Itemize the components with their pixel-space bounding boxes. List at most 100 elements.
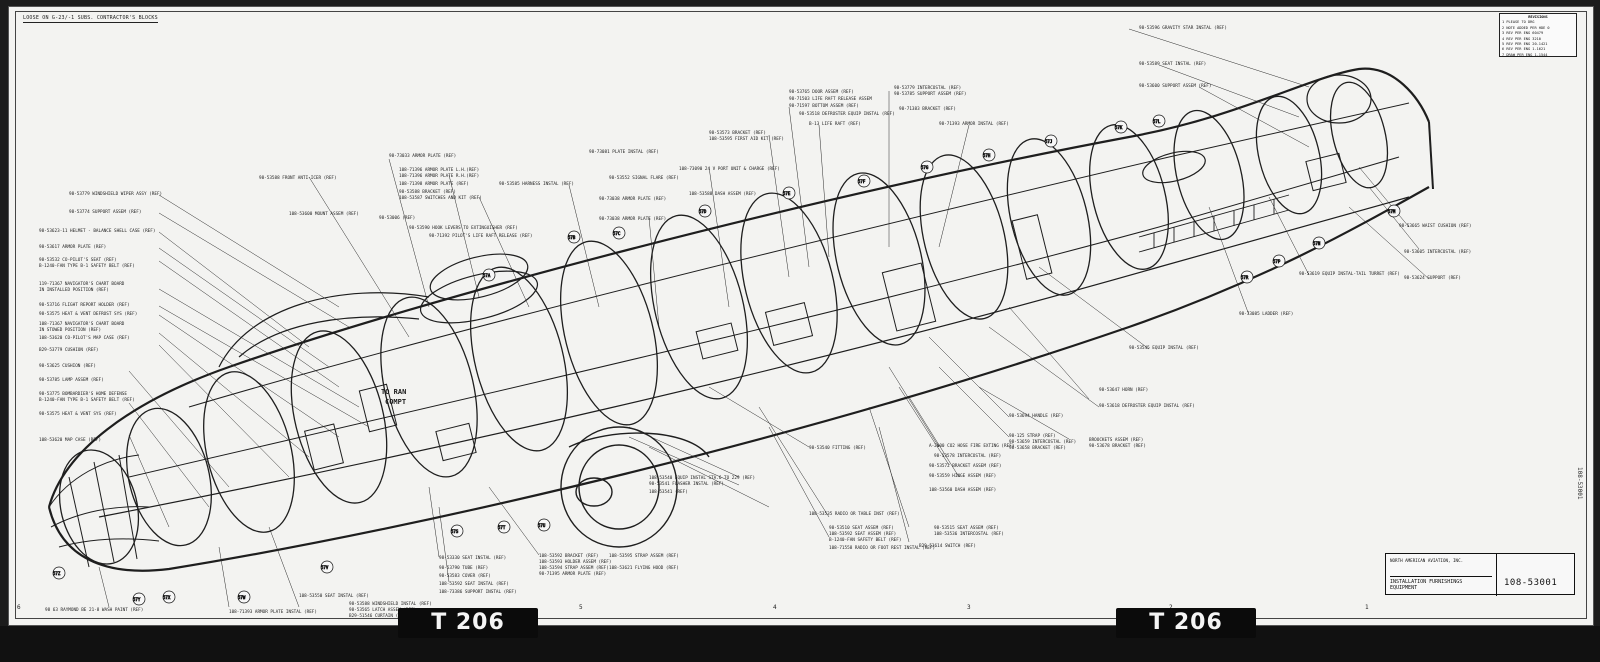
header-note: LOOSE ON G-23/-1 SUBS. CONTRACTOR'S BLOC… <box>23 15 158 23</box>
zone-marker: 6 <box>17 604 21 611</box>
callout-top-2: 98-73033 ARMOR PLATE (REF) <box>389 153 456 159</box>
callout-top-22: 98-71503 LIFE RAFT RELEASE ASSEM <box>789 96 872 102</box>
callout-top-17: 108-73090 24 V PORT UNIT & CHARGE (REF) <box>679 166 780 172</box>
callouts-bottom: 98-53540 FITTING (REF) 108-53540 EQUIP I… <box>229 443 1014 619</box>
balloon: 57P <box>1272 254 1286 268</box>
fuselage-upper-outline <box>47 67 1431 508</box>
callout-bottom-29: 108-53550 SEAT INSTAL (REF) <box>299 593 369 599</box>
callout-bottom-18: 98-53330 SEAT INSTAL (REF) <box>439 555 506 561</box>
callout-top-16: 98-73038 ARMOR PLATE (REF) <box>599 216 666 222</box>
balloon: 57N <box>1312 236 1326 250</box>
callout-right-13: 98-125 STRAP (REF) <box>1009 433 1056 439</box>
callout-left-7: 119-71367 NAVIGATOR'S CHART BOARD <box>39 281 125 287</box>
callout-bottom-8: B-1240-FAN SAFETY BELT (REF) <box>829 537 901 543</box>
svg-text:57V: 57V <box>321 565 329 570</box>
callout-right-5: 98-53605 INTERCOSTAL (REF) <box>1404 249 1471 255</box>
callout-top-18: 108-53588 DASH ASSEM (REF) <box>689 191 756 197</box>
callout-right-6: 98-53624 SUPPORT (REF) <box>1404 275 1461 281</box>
callout-bottom-23: 108-53592 BRACKET (REF) <box>539 553 599 559</box>
catwalk-line <box>128 156 1400 478</box>
callout-right-8: 98-73085 LADDER (REF) <box>1239 311 1293 317</box>
callout-top-7: 108-53587 SWITCHES AND KIT (REF) <box>399 195 482 201</box>
callout-left-8: IN INSTALLED POSITION (REF) <box>39 287 109 293</box>
callout-top-11: 98-71392 PILOT'S LIFE RAFT RELEASE (REF) <box>429 233 532 239</box>
title-block-drawing-title: INSTALLATION FURNISHINGS EQUIPMENT <box>1390 576 1492 591</box>
callout-top-21: 98-53765 DOOR ASSEM (REF) <box>789 89 854 95</box>
fuselage-ladder <box>1138 194 1290 253</box>
svg-text:57W: 57W <box>238 595 246 600</box>
balloon: 57D <box>698 204 712 218</box>
balloon: 57R <box>1240 270 1254 284</box>
engine-nacelle <box>560 426 710 548</box>
callout-left-1: 98-53779 WINDSHIELD WIPER ASSY (REF) <box>69 191 162 197</box>
svg-text:57H: 57H <box>983 153 991 158</box>
callout-top-4: 108-71396 ARMOR PLATE R.H.(REF) <box>399 173 479 179</box>
balloon: 57B <box>567 230 581 244</box>
balloon: 57C <box>612 226 626 240</box>
callout-right-12: 98-53694 HANDLE (REF) <box>1009 413 1063 419</box>
balloon: 57A <box>482 268 496 282</box>
svg-text:57Y: 57Y <box>133 597 141 602</box>
callout-left-13: 108-53620 CO-PILOT'S MAP CASE (REF) <box>39 335 130 341</box>
balloon: 57J <box>1044 134 1058 148</box>
callout-top-29: 98-71393 ARMOR INSTAL (REF) <box>939 121 1009 127</box>
callouts-right: 98-53596 GRAVITY STAR INSTAL (REF) 98-53… <box>1009 25 1471 451</box>
callout-top-3: 108-71396 ARMOR PLATE L.H.(REF) <box>399 167 479 173</box>
callout-top-28: 98-71383 BRACKET (REF) <box>899 106 956 112</box>
callout-left-10: 98-53575 HEAT & VENT DEFROST SYS (REF) <box>39 311 137 317</box>
revision-row: 3 REV PER ENG 60479 <box>1502 31 1544 36</box>
callout-right-16: BROOCKETS ASSEM (REF) <box>1089 437 1143 443</box>
fuselage-lower-outline <box>47 186 1430 572</box>
callout-left-12: IN STOWED POSITION (REF) <box>39 327 101 333</box>
callout-top-25: B-13 LIFE RAFT (REF) <box>809 121 861 127</box>
callout-top-6: 98-53588 BRACKET (REF) <box>399 189 456 195</box>
roll-label-right: T 206 <box>1116 608 1256 638</box>
callouts-left: 98-53779 WINDSHIELD WIPER ASSY (REF) 98-… <box>39 191 162 443</box>
svg-text:57N: 57N <box>1313 241 1321 246</box>
callout-left-18: B-1240-FAN TYPE B-1 SAFETY BELT (REF) <box>39 397 135 403</box>
callout-bottom-12: B29-53614 SWITCH (REF) <box>919 543 976 549</box>
callout-top-19: 98-53573 BRACKET (REF) <box>709 130 766 136</box>
callout-right-11: 98-53618 DEFROSTER EQUIP INSTAL (REF) <box>1099 403 1195 409</box>
callout-bottom-5: 108-53535 RADIO OR TABLE INST (REF) <box>809 511 900 517</box>
revision-row: 1 PLEASE TO DRG <box>1502 20 1535 25</box>
callout-top-12: 98-73081 PLATE INSTAL (REF) <box>589 149 659 155</box>
callout-top-5: 108-71398 ARMOR PLATE (REF) <box>399 181 469 187</box>
svg-text:57K: 57K <box>1115 125 1123 130</box>
svg-text:57T: 57T <box>498 525 506 530</box>
callout-left-9: 98-53716 FLIGHT REPORT HOLDER (REF) <box>39 302 130 308</box>
svg-text:57P: 57P <box>1273 259 1281 264</box>
callout-top-15: 98-73038 ARMOR PLATE (REF) <box>599 196 666 202</box>
callout-bottom-31: 98-53588 WINDSHIELD INSTAL (REF) <box>349 601 432 607</box>
cutaway-fuselage-drawing: 98-53779 WINDSHIELD WIPER ASSY (REF) 98-… <box>39 25 1471 619</box>
callout-bottom-17: 108-53560 DASH ASSEM (REF) <box>929 487 996 493</box>
title-block-left: NORTH AMERICAN AVIATION, INC. INSTALLATI… <box>1386 554 1497 596</box>
callout-right-2: 98-53589 SEAT INSTAL (REF) <box>1139 61 1206 67</box>
callout-right-15: 98-53658 BRACKET (REF) <box>1009 445 1066 451</box>
callout-left-16: 98-53785 LAMP ASSEM (REF) <box>39 377 104 383</box>
balloon: 57G <box>920 160 934 174</box>
callout-left-4: 98-53617 ARMOR PLATE (REF) <box>39 244 106 250</box>
callout-bottom-19: 98-53790 TUBE (REF) <box>439 565 488 571</box>
leader-lines <box>98 28 1430 608</box>
callout-bottom-21: 108-53592 SEAT INSTAL (REF) <box>439 581 509 587</box>
svg-text:57J: 57J <box>1045 139 1052 144</box>
callout-bottom-32: 98-53565 LATCH ASSEM (REF) <box>349 607 416 613</box>
callout-left-3: 98-53623-11 HELMET - BALANCE SHELL CASE … <box>39 228 155 234</box>
callout-top-9: 98-53006 (REF) <box>379 215 415 221</box>
callout-bottom-27: 108-53595 STRAP ASSEM (REF) <box>609 553 679 559</box>
callout-right-14: 98-53659 INTERCOSTAL (REF) <box>1009 439 1076 445</box>
callout-top-24: 98-53518 DEFROSTER EQUIP INSTAL (REF) <box>799 111 895 117</box>
callout-bottom-6: 98-53510 SEAT ASSEM (REF) <box>829 525 894 531</box>
callout-top-1: 98-53588 FRONT ANTI-ICER (REF) <box>259 175 337 181</box>
callout-right-1: 98-53596 GRAVITY STAR INSTAL (REF) <box>1139 25 1227 31</box>
fuselage-tail-cap <box>1428 121 1434 190</box>
callout-left-11: 108-71367 NAVIGATOR'S CHART BOARD <box>39 321 125 327</box>
balloon: 57T <box>497 520 511 534</box>
revision-row: 6 REV PER ENG 1-1621 <box>1502 47 1546 52</box>
callout-top-23: 98-71597 BOTTOM ASSEM (REF) <box>789 103 859 109</box>
balloon: 57M <box>1387 204 1401 218</box>
callout-bottom-22: 108-73386 SUPPORT INSTAL (REF) <box>439 589 517 595</box>
frame-rings <box>58 81 1389 565</box>
callout-bottom-10: 98-53515 SEAT ASSEM (REF) <box>934 525 999 531</box>
